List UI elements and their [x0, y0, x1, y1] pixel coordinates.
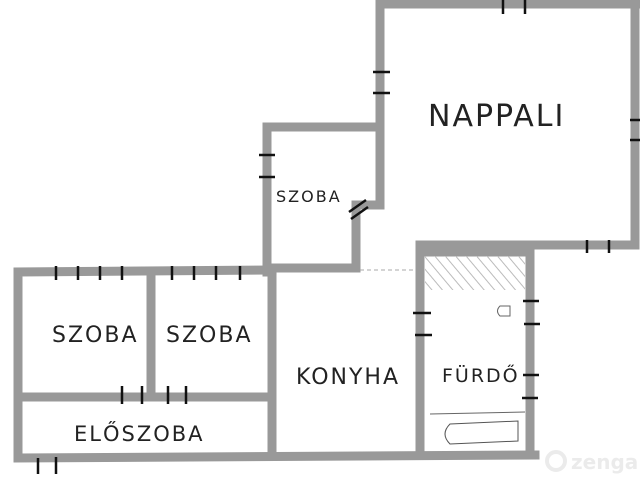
- watermark-text: zenga: [571, 450, 638, 474]
- room-label-eloszoba: ELŐSZOBA: [74, 421, 205, 446]
- bathtub-icon: [444, 420, 519, 445]
- room-label-szoba-mid: SZOBA: [166, 323, 253, 348]
- toilet-icon: [497, 305, 511, 317]
- zenga-logo-icon: [545, 450, 567, 472]
- room-label-szoba-left: SZOBA: [52, 323, 139, 348]
- zenga-logo: zenga: [545, 450, 638, 474]
- room-label-nappali: NAPPALI: [428, 99, 565, 134]
- room-label-szoba-small: SZOBA: [276, 187, 342, 206]
- shower-area: [425, 256, 525, 290]
- room-label-furdo: FÜRDŐ: [442, 363, 520, 387]
- window-ticks: [36, 0, 640, 474]
- room-label-konyha: KONYHA: [296, 365, 400, 390]
- walls: [13, 0, 640, 463]
- bathtub-divider: [429, 411, 526, 415]
